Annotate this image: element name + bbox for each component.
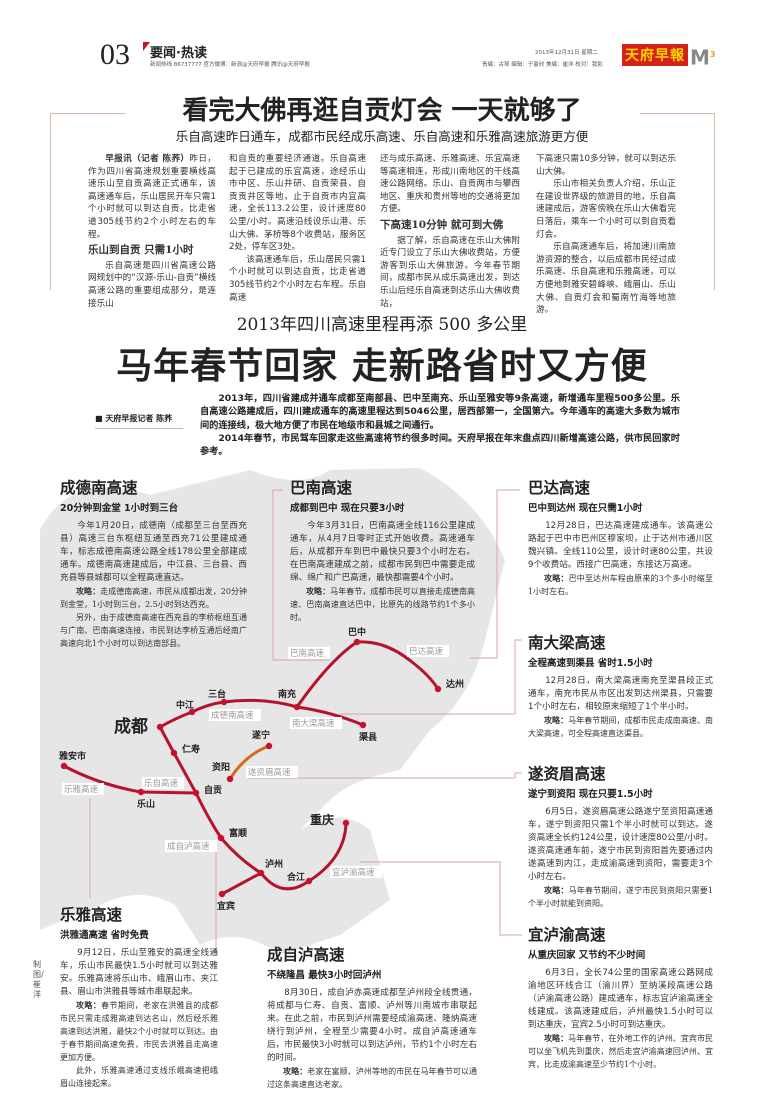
route-banan [295,640,359,709]
svg-text:乐自高速: 乐自高速 [144,778,179,789]
story1-subheading: 乐山到自贡 只需1小时 [88,244,194,257]
city-quxian: 渠县 [358,731,377,743]
graphic-credit: 制图/崔洋 [33,960,44,999]
svg-text:南大梁高速: 南大梁高速 [292,718,335,729]
svg-text:宜泸渝高速: 宜泸渝高速 [332,867,375,878]
route-lezi [139,790,198,795]
city-bazhong: 巴中 [348,626,366,638]
svg-text:巴达高速: 巴达高速 [409,646,444,657]
city-ziyang: 资阳 [212,761,230,773]
city-leshan: 乐山 [137,798,155,810]
story1-col3: 还与成乐高速、乐雅高速、乐宜高速等高速相连，形成川南地区的干线高速公路网络。乐山… [380,154,520,309]
story2-headline: 马年春节回家 走新路省时又方便 [116,345,648,387]
svg-text:成德南高速: 成德南高速 [211,710,254,721]
story1-col2: 和自贡的重要经济通道。乐自高速起于已建成的乐宜高速，途经乐山市中区、乐山井研、自… [229,154,366,303]
route-bada [355,640,440,691]
hotline: 新闻热线 86737777 官方微博：新浪@天府早报 腾讯@天府早报 [150,62,310,68]
city-dots [60,638,442,898]
svg-text:成自泸高速: 成自泸高速 [167,841,210,852]
city-zigong: 自贡 [204,784,222,796]
page-number: 03 [100,38,130,71]
editors: 责编：古琴 编辑：于曼欣 美编：崔洋 校对：我影 [482,62,603,68]
sichuan-region-shape [40,468,505,955]
city-luzhou: 泸州 [265,858,283,870]
city-yaan: 雅安市 [58,750,86,762]
city-fushun: 富顺 [229,827,247,839]
svg-text:乐雅高速: 乐雅高速 [64,784,99,795]
city-labels: 成都 中江 三台 南充 渠县 巴中 达州 仁寿 自贡 乐山 雅安市 遂宁 资阳 … [58,626,464,912]
city-santai: 三台 [208,688,226,700]
story1-col1: 早报讯（记者 陈荞）昨日，作为四川省高速规划重要横线高速乐山至自贡高速正式通车，… [88,154,216,309]
story2-intro: 2013年，四川省建成并通车成都至南部县、巴中至南充、乐山至雅安等9条高速，新增… [200,393,680,458]
m-logo: M3 [690,45,716,70]
city-dazhou: 达州 [446,678,464,690]
story1-subheading: 下高速10分钟 就可到大佛 [380,218,504,231]
newspaper-logo: 天府早報 [622,44,688,66]
route-nandaliang [295,705,365,727]
story1-headline: 看完大佛再逛自贡灯会 一天就够了 [182,96,582,126]
story1-col4: 下高速只需10多分钟，就可以到达乐山大佛。 乐山市相关负责人介绍，乐山正在建设世… [536,154,676,316]
route-chengdenan [158,698,299,729]
city-yibin: 宜宾 [217,900,235,912]
route-leya [62,764,143,794]
connector-lines [89,489,522,955]
svg-text:遂资眉高速: 遂资眉高速 [248,767,291,778]
article-chengzilu: 成自泸高速 不绕隆昌 最快3小时回泸州 8月30日，成自泸赤高速成都至泸州段全线… [267,946,478,1089]
byline: ■ 天府早报记者 陈荞 [95,413,183,429]
svg-text:巴南高速: 巴南高速 [290,648,325,659]
story2-kicker: 2013年四川高速里程再添 500 多公里 [236,315,528,335]
city-chengdu: 成都 [114,716,148,737]
route-suizi [228,744,271,781]
city-renshou: 仁寿 [182,743,200,755]
city-zhongjiang: 中江 [176,699,194,711]
story1-subhead: 乐自高速昨日通车，成都市民经成乐高速、乐自高速和乐雅高速旅游更方便 [175,129,589,144]
section-marker-icon [143,42,150,51]
article-suizimei: 遂资眉高速 遂宁到资阳 现在只要1.5小时 6月5日，遂资眉高速公路遂宁至资阳高… [528,765,714,908]
article-yiluyu: 宜泸渝高速 从重庆回家 又节约不少时间 6月3日，全长74公里的国家高速公路网成… [528,926,714,1069]
city-nanchong: 南充 [278,688,296,700]
section-title: 要闻·热读 [150,46,207,61]
city-suining: 遂宁 [252,729,270,741]
article-bada: 巴达高速 巴中到达州 现在只需1小时 12月28日，巴达高速建成通车。该高速公路… [528,479,714,596]
route-labels: 巴南高速 巴达高速 成德南高速 南大梁高速 遂资眉高速 乐自高速 乐雅高速 成自… [62,645,449,878]
article-chengdenan: 成德南高速 20分钟到金堂 1小时到三台 今年1月20日，成德南（成都至三台至西… [60,479,247,648]
article-banan: 巴南高速 成都到巴中 现在只要3小时 今年3月31日，巴南高速全线116公里建成… [290,479,476,622]
article-nandaliang: 南大梁高速 全程高速到渠县 省时1.5小时 12月28日，南大梁高速南充至渠县段… [528,634,714,738]
city-hejiang: 合江 [287,871,305,883]
city-chongqing: 重庆 [310,812,334,827]
issue-date: 2013年12月31日 星期二 [535,50,598,56]
article-leya: 乐雅高速 洪雅通高速 省时免费 9月12日，乐山至雅安的高速全线通车，乐山市民最… [60,906,218,1088]
